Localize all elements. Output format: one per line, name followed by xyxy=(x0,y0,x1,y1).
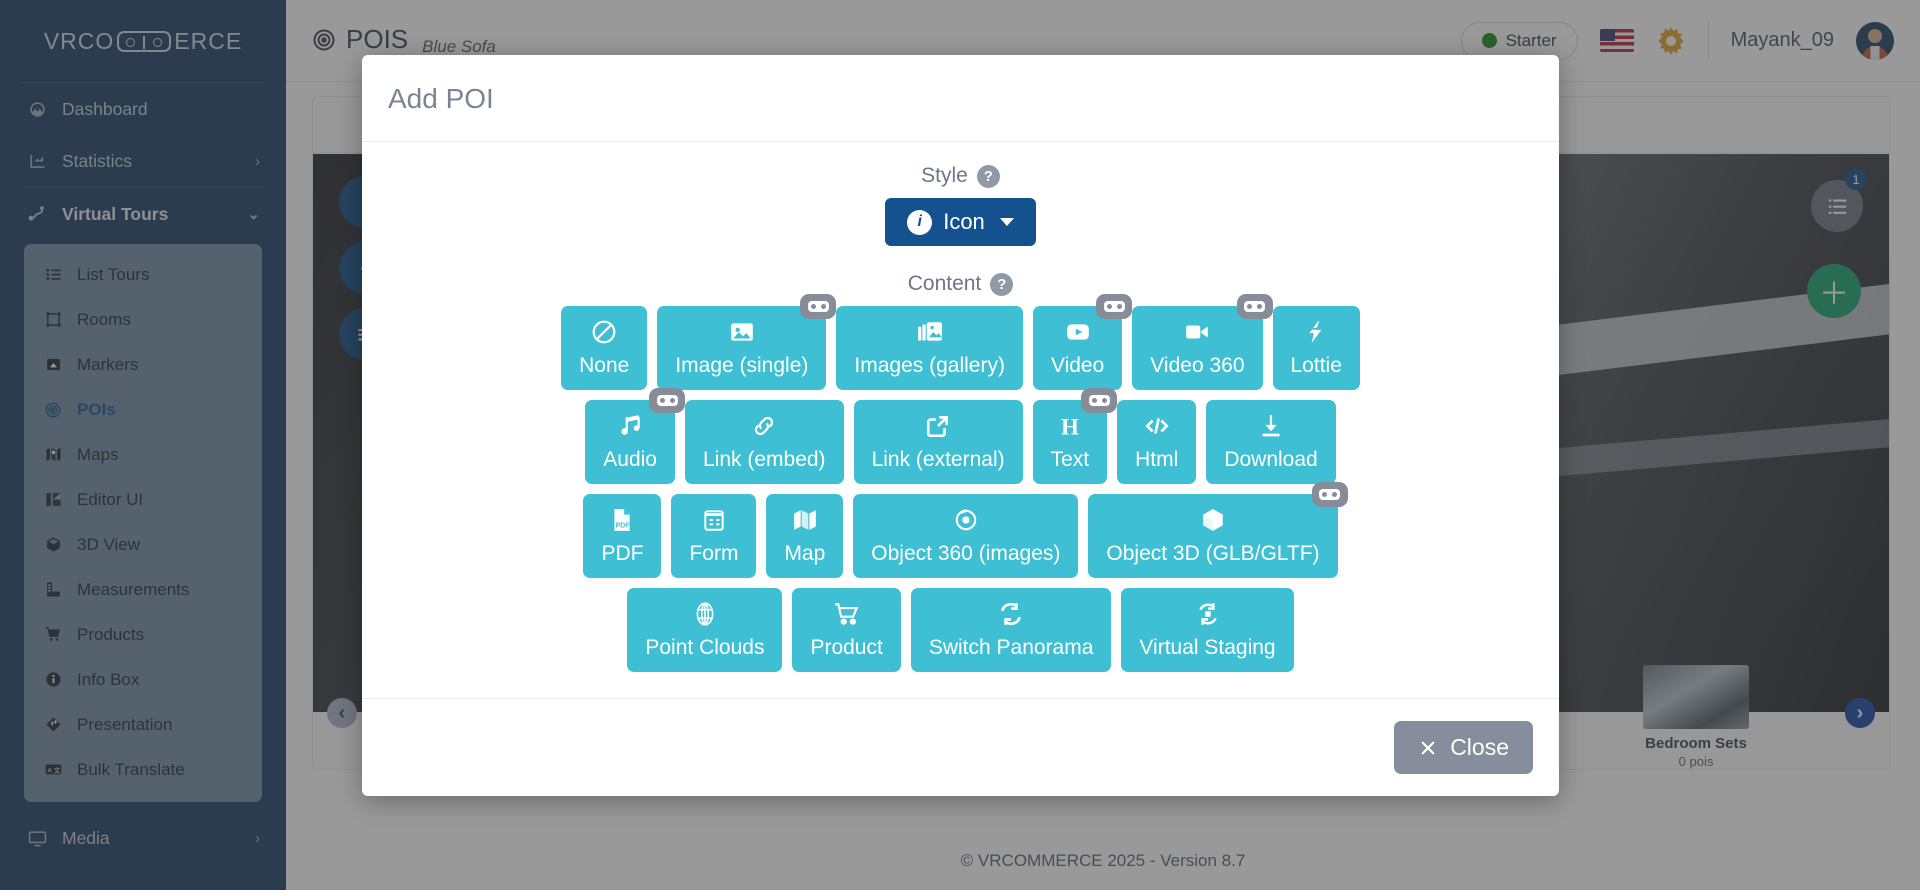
style-selected-label: Icon xyxy=(943,209,985,234)
content-type-pdf[interactable]: PDF PDF xyxy=(583,494,662,578)
content-type-form[interactable]: Form xyxy=(671,494,757,578)
content-type-label: Audio xyxy=(603,448,657,471)
content-type-object-360-images[interactable]: Object 360 (images) xyxy=(853,494,1079,578)
vr-goggles-badge xyxy=(1236,294,1273,319)
switch-arrows-icon xyxy=(998,600,1024,628)
close-button-label: Close xyxy=(1450,734,1509,760)
content-type-label: Virtual Staging xyxy=(1139,636,1276,659)
content-type-product[interactable]: Product xyxy=(792,588,901,672)
content-type-label: Text xyxy=(1050,448,1090,471)
content-type-html[interactable]: Html xyxy=(1117,400,1197,484)
video-camera-icon xyxy=(1184,318,1210,346)
caret-down-icon xyxy=(999,218,1014,226)
question-icon[interactable]: ? xyxy=(976,164,1000,188)
point-cloud-icon xyxy=(692,600,718,628)
images-stack-icon xyxy=(917,318,943,346)
content-type-label: Link (external) xyxy=(871,448,1005,471)
content-type-images-gallery[interactable]: Images (gallery) xyxy=(836,306,1023,390)
content-type-label: Point Clouds xyxy=(645,636,765,659)
image-icon xyxy=(729,318,755,346)
content-label-row: Content ? xyxy=(388,272,1533,296)
content-type-virtual-staging[interactable]: Virtual Staging xyxy=(1121,588,1294,672)
external-link-icon xyxy=(925,412,951,440)
content-type-label: Form xyxy=(689,542,739,565)
question-icon[interactable]: ? xyxy=(990,272,1014,296)
style-dropdown-button[interactable]: i Icon xyxy=(885,198,1036,246)
info-circle-icon: i xyxy=(907,209,933,235)
close-button[interactable]: Close xyxy=(1394,721,1533,774)
content-type-text[interactable]: H Text xyxy=(1032,388,1118,484)
content-type-label: Image (single) xyxy=(675,354,809,377)
content-type-label: Object 360 (images) xyxy=(871,542,1061,565)
download-icon xyxy=(1258,412,1284,440)
vr-goggles-badge xyxy=(800,294,837,319)
content-type-download[interactable]: Download xyxy=(1206,400,1336,484)
content-type-video[interactable]: Video xyxy=(1032,294,1133,390)
content-label: Content xyxy=(907,272,982,295)
content-type-video-360[interactable]: Video 360 xyxy=(1132,294,1273,390)
shopping-cart-icon xyxy=(834,600,860,628)
music-note-icon xyxy=(617,412,643,440)
pdf-file-icon: PDF xyxy=(609,506,635,534)
vr-goggles-badge xyxy=(1081,388,1118,413)
content-type-label: Link (embed) xyxy=(703,448,826,471)
content-type-label: Object 3D (GLB/GLTF) xyxy=(1106,542,1320,565)
content-type-image-single[interactable]: Image (single) xyxy=(657,294,837,390)
content-type-label: Video 360 xyxy=(1150,354,1245,377)
letter-h-icon: H xyxy=(1057,412,1083,440)
style-label: Style xyxy=(921,164,968,187)
content-type-label: Html xyxy=(1135,448,1179,471)
x-icon xyxy=(1418,738,1438,758)
content-type-object-3d-glb-gltf[interactable]: Object 3D (GLB/GLTF) xyxy=(1088,482,1348,578)
content-type-link-embed[interactable]: Link (embed) xyxy=(685,400,844,484)
content-type-switch-panorama[interactable]: Switch Panorama xyxy=(910,588,1112,672)
style-label-row: Style ? xyxy=(388,164,1533,188)
folded-map-icon xyxy=(792,506,818,534)
content-type-audio[interactable]: Audio xyxy=(585,388,685,484)
content-type-label: Images (gallery) xyxy=(854,354,1005,377)
video-play-icon xyxy=(1065,318,1091,346)
content-type-row: Point Clouds Product Switch Panorama Virtua… xyxy=(388,588,1533,672)
content-type-lottie[interactable]: Lottie xyxy=(1272,306,1360,390)
vr-goggles-badge xyxy=(649,388,685,413)
add-poi-modal: Add POI Style ? i Icon Content ? None Ima… xyxy=(362,55,1559,796)
content-type-row: PDF PDF Form Map Object 360 (images) Object 3… xyxy=(388,482,1533,578)
content-type-row: Audio Link (embed) Link (external) H Text Htm… xyxy=(388,388,1533,484)
content-type-label: Lottie xyxy=(1290,354,1342,377)
vr-goggles-badge xyxy=(1096,294,1133,319)
content-type-map[interactable]: Map xyxy=(766,494,844,578)
modal-header: Add POI xyxy=(362,55,1559,142)
code-brackets-icon xyxy=(1144,412,1170,440)
svg-text:H: H xyxy=(1061,415,1079,439)
content-type-label: Switch Panorama xyxy=(928,636,1094,659)
content-type-label: Download xyxy=(1224,448,1318,471)
modal-title: Add POI xyxy=(388,83,494,114)
vr-goggles-badge xyxy=(1311,482,1348,507)
content-type-label: Map xyxy=(784,542,826,565)
object-360-icon xyxy=(953,506,979,534)
lottie-bolt-icon xyxy=(1303,318,1329,346)
no-entry-icon xyxy=(591,318,617,346)
content-type-none[interactable]: None xyxy=(561,306,648,390)
chain-link-icon xyxy=(751,412,777,440)
recycle-arrows-icon xyxy=(1195,600,1221,628)
svg-text:PDF: PDF xyxy=(616,523,630,530)
cube-3d-icon xyxy=(1200,506,1226,534)
style-row: i Icon xyxy=(388,198,1533,246)
content-type-link-external[interactable]: Link (external) xyxy=(853,400,1023,484)
modal-footer: Close xyxy=(362,698,1559,796)
content-type-label: PDF xyxy=(601,542,644,565)
content-type-label: None xyxy=(579,354,630,377)
content-type-point-clouds[interactable]: Point Clouds xyxy=(627,588,783,672)
content-type-label: Video xyxy=(1050,354,1105,377)
modal-body: Style ? i Icon Content ? None Image (sing… xyxy=(362,142,1559,698)
form-clipboard-icon xyxy=(701,506,727,534)
content-type-label: Product xyxy=(810,636,883,659)
content-type-row: None Image (single) Images (gallery) Video V… xyxy=(388,294,1533,390)
